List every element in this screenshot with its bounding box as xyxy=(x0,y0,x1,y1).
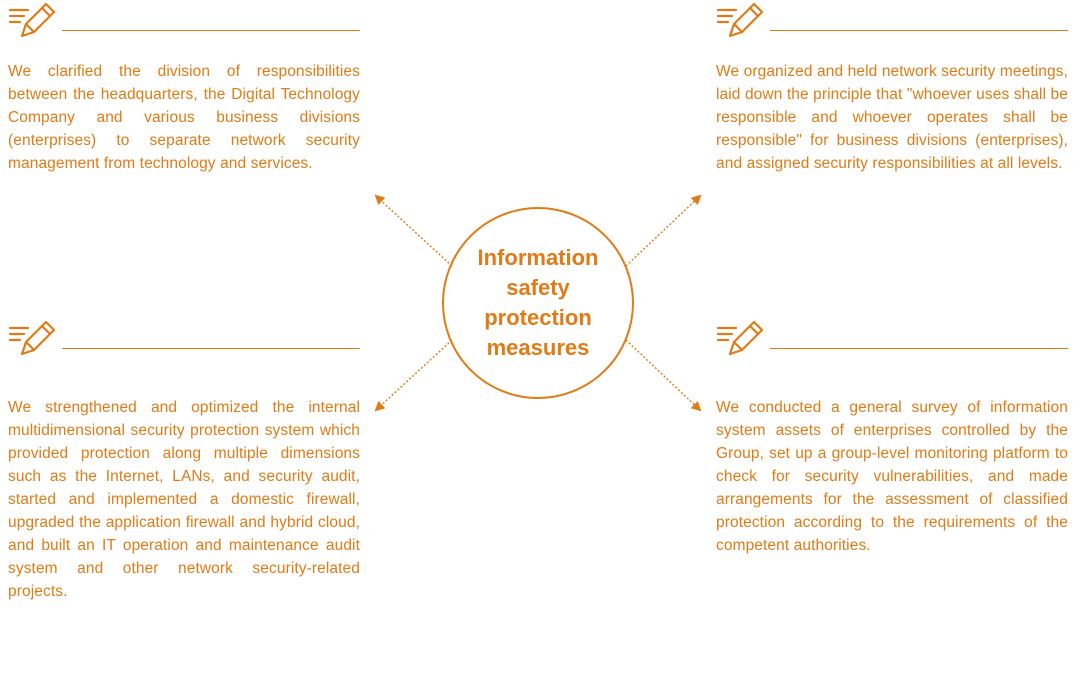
divider-line xyxy=(770,348,1068,349)
panel-top-right: We organized and held network security m… xyxy=(716,0,1068,175)
panel-header xyxy=(716,318,1068,358)
divider-line xyxy=(770,30,1068,31)
divider-line xyxy=(62,348,360,349)
center-title: Information safety protection measures xyxy=(477,245,599,360)
panel-text: We conducted a general survey of informa… xyxy=(716,399,1068,554)
panel-bottom-right: We conducted a general survey of informa… xyxy=(716,318,1068,557)
panel-top-left: We clarified the division of responsibil… xyxy=(8,0,360,175)
center-circle: Information safety protection measures xyxy=(442,207,634,399)
panel-text: We organized and held network security m… xyxy=(716,63,1068,172)
pencil-notes-icon xyxy=(8,2,56,38)
panel-text: We clarified the division of responsibil… xyxy=(8,63,360,172)
panel-bottom-left: We strengthened and optimized the intern… xyxy=(8,318,360,603)
arrow-top-left xyxy=(374,194,453,267)
panel-text: We strengthened and optimized the intern… xyxy=(8,399,360,600)
divider-line xyxy=(62,30,360,31)
panel-header xyxy=(716,0,1068,40)
arrow-top-right xyxy=(625,194,702,267)
pencil-notes-icon xyxy=(716,320,764,356)
pencil-notes-icon xyxy=(8,320,56,356)
pencil-notes-icon xyxy=(716,2,764,38)
panel-header xyxy=(8,318,360,358)
arrow-bottom-left xyxy=(374,339,453,412)
arrow-bottom-right xyxy=(625,339,702,412)
panel-header xyxy=(8,0,360,40)
